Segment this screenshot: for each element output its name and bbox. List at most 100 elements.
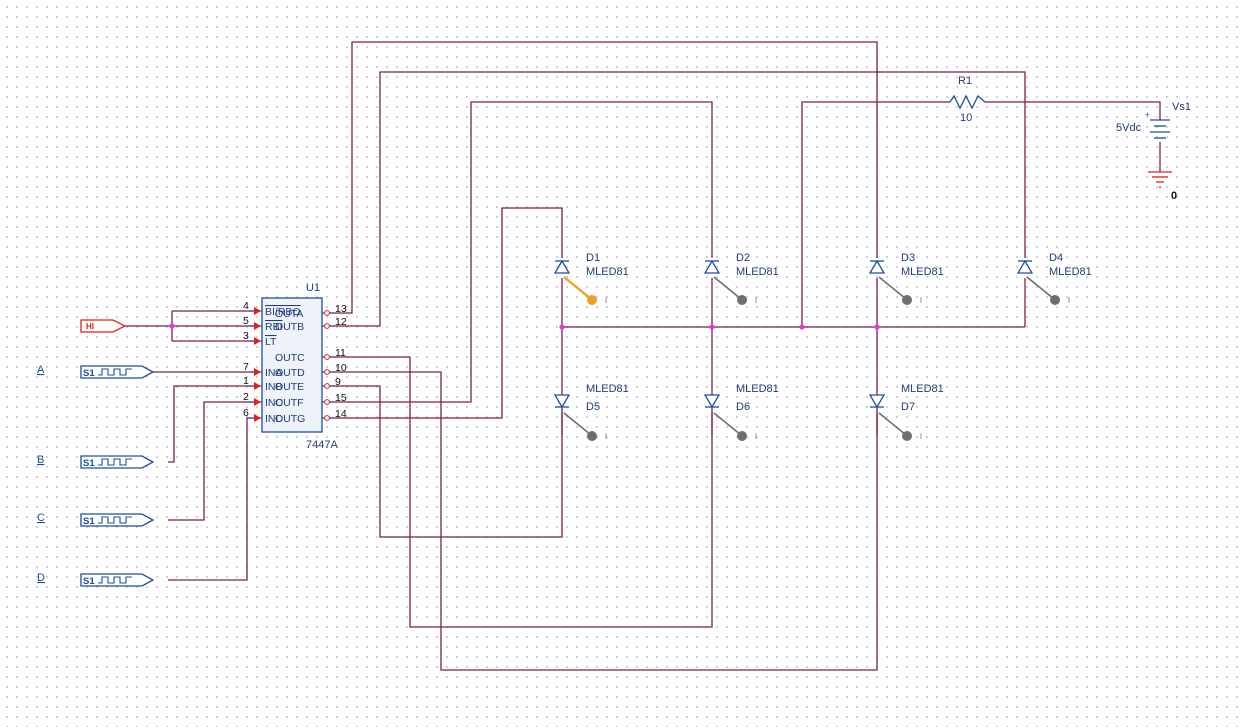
ic-pin-name: BI/RBO (265, 306, 301, 318)
led-model: MLED81 (586, 266, 629, 278)
ic-pin-arrow (254, 398, 261, 406)
resistor-r1[interactable]: R1 10 (949, 75, 986, 124)
ic-pin-number: 7 (243, 361, 249, 373)
ic-pin-arrow (254, 322, 261, 330)
junctions (169, 323, 880, 330)
stimulus-label: S1 (83, 516, 95, 527)
hi-source-label: HI (86, 322, 94, 331)
led-indicator-ball (737, 295, 747, 305)
ic-pin-arrow (254, 307, 261, 315)
stimulus-a[interactable]: A S1 (37, 364, 155, 379)
diode-triangle (1016, 259, 1034, 274)
led-ref: D4 (1049, 252, 1063, 264)
ic-pin-number: 2 (243, 391, 249, 403)
ic-pin-bubble (324, 369, 330, 375)
ic-pin-arrow (254, 414, 261, 422)
wire-outc[interactable] (324, 356, 713, 628)
wire-outd[interactable] (324, 371, 878, 671)
wire-in-c[interactable] (168, 401, 256, 521)
junction-dot (799, 324, 805, 330)
ic-pin-bubble (324, 415, 330, 421)
stimulus-label: S1 (83, 368, 95, 379)
led-indicator-rod (878, 276, 907, 300)
led-model: MLED81 (736, 383, 779, 395)
led-indicator-ball (737, 431, 747, 441)
pulse-wave-icon (98, 368, 132, 376)
pulse-wave-icon (98, 576, 132, 584)
ic-pin-name: OUTF (275, 397, 304, 409)
wire-oute[interactable] (324, 385, 563, 538)
pulse-wave-icon (98, 516, 132, 524)
wire-outb[interactable] (324, 71, 1026, 327)
wires (125, 41, 1161, 671)
hi-source[interactable]: HI (80, 319, 127, 333)
voltage-source[interactable]: + Vs1 5Vdc 0 (1116, 101, 1191, 202)
resistor-value: 10 (960, 112, 972, 124)
wire-outg[interactable] (324, 207, 563, 419)
ic-pin-bubble (324, 354, 330, 360)
ic-pin-arrow (254, 368, 261, 376)
diode-triangle (553, 394, 571, 409)
ic-pin-number: 1 (243, 375, 249, 387)
net-label: B (37, 454, 44, 466)
ic-body[interactable] (261, 297, 323, 433)
ic-pin-name: INB (265, 381, 283, 393)
leds: D1MLED81D2MLED81D3MLED81D4MLED81MLED81D5… (553, 252, 1092, 441)
ic-pin-number: 10 (335, 362, 347, 374)
resistor-zigzag (949, 94, 986, 110)
led-ref: D3 (901, 252, 915, 264)
led-ref: D1 (586, 252, 600, 264)
ground-label: 0 (1171, 190, 1177, 202)
wire-outf[interactable] (324, 101, 713, 403)
ic-pin-name: OUTA (275, 308, 303, 320)
led-ref: D6 (736, 401, 750, 413)
led-indicator-rod (563, 412, 592, 436)
led-indicator-rod (713, 276, 742, 300)
ic-pins-right: 13OUTA12OUTB11OUTC10OUTD9OUTE15OUTF14OUT… (275, 303, 347, 425)
ic-pin-name: OUTG (275, 413, 305, 425)
ic-pin-number: 6 (243, 407, 249, 419)
ic-pin-name: INA (265, 367, 283, 379)
ic-pin-number: 12 (335, 316, 347, 328)
junction-dot (709, 324, 715, 330)
ic-pin-number: 9 (335, 376, 341, 388)
ic-pin-number: 3 (243, 330, 249, 342)
led-indicator-rod (563, 276, 592, 300)
led-model: MLED81 (736, 266, 779, 278)
ic-pin-number: 14 (335, 408, 347, 420)
ic-pin-name: OUTD (275, 367, 305, 379)
wire-outa[interactable] (324, 41, 878, 314)
net-label: A (37, 364, 45, 376)
plus-sign: + (1145, 110, 1150, 119)
ic-pin-arrow (254, 337, 261, 345)
wire-in-b[interactable] (168, 385, 256, 463)
ic-pin-name: OUTE (275, 381, 304, 393)
wire-supply-2[interactable] (985, 101, 1161, 120)
diode-triangle (553, 259, 571, 274)
diode-triangle (703, 259, 721, 274)
ic-pin-arrow (254, 382, 261, 390)
ic-pin-name: IND (265, 413, 284, 425)
ic-pin-bubble (324, 310, 330, 316)
ic-pin-number: 5 (243, 315, 249, 327)
ic-pin-name: OUTB (275, 321, 304, 333)
wire-supply[interactable] (801, 101, 950, 327)
ic-pin-number: 13 (335, 303, 347, 315)
diode-triangle (868, 394, 886, 409)
wire-in-d[interactable] (168, 417, 256, 581)
ic-pin-name: RBI (265, 321, 283, 333)
